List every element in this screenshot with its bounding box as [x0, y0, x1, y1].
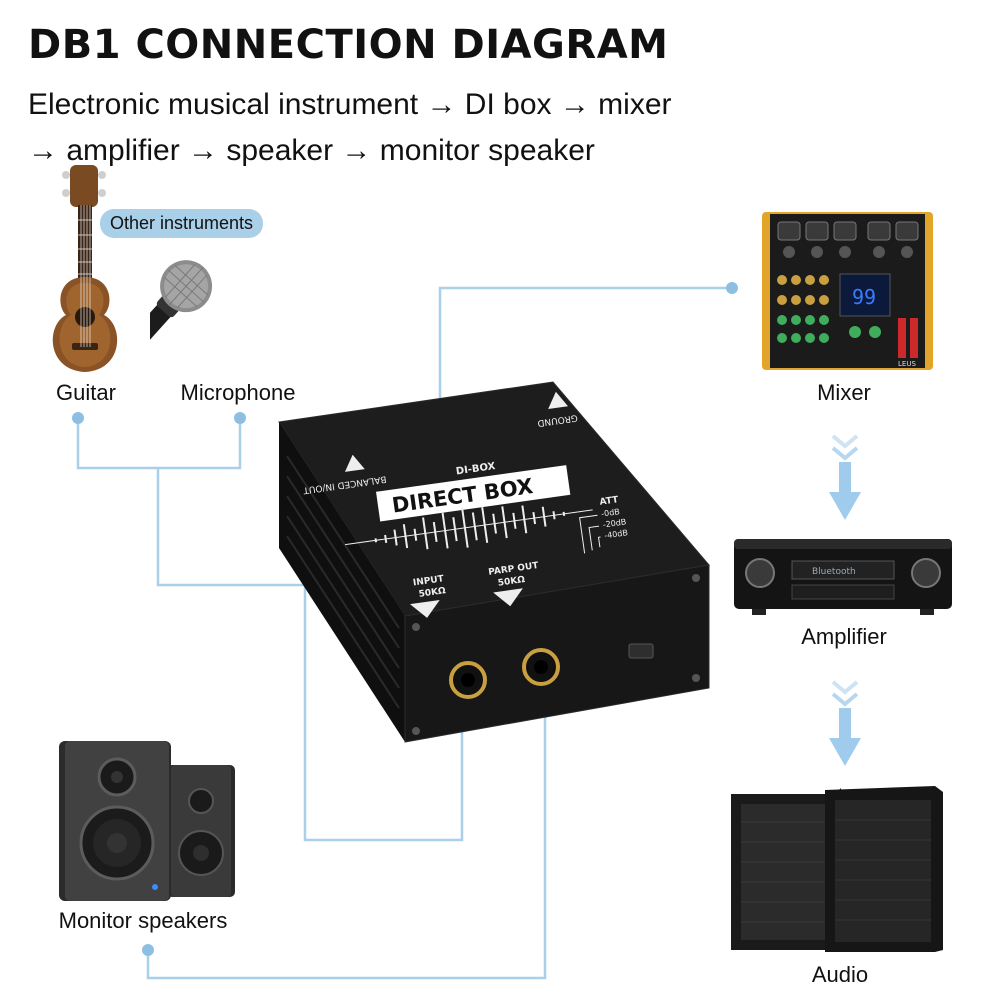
output-impedance: 50KΩ	[497, 575, 526, 589]
diagram-title: DB1 CONNECTION DIAGRAM	[28, 22, 669, 68]
audio-speakers-image	[731, 786, 943, 952]
att-value-20db: -20dB	[602, 517, 627, 529]
guitar-image	[52, 165, 118, 372]
wire-dot-monitor	[142, 944, 154, 956]
flow-arrow-down-icon	[829, 680, 861, 766]
wire-dot-mixer	[726, 282, 738, 294]
guitar-label: Guitar	[56, 380, 116, 405]
subtitle-line-1: Electronic musical instrument → DI box →…	[28, 88, 672, 121]
microphone-label: Microphone	[180, 380, 296, 405]
wire-dot-microphone	[234, 412, 246, 424]
mixer-image: 99 LEUS	[762, 212, 933, 370]
di-box-image: BALANCED IN/OUT GROUND DI-BOX DIRECT BOX…	[278, 381, 710, 743]
monitor-speakers-label: Monitor speakers	[58, 908, 228, 933]
monitor-speakers-image	[59, 741, 235, 901]
subtitle-line-2: → amplifier → speaker → monitor speaker	[28, 134, 595, 167]
amplifier-image: Bluetooth	[734, 539, 952, 615]
tuning-peg-icon	[62, 171, 70, 179]
wire-box-to-mixer	[438, 286, 732, 398]
power-led-icon	[152, 884, 158, 890]
audio-label: Audio	[811, 962, 869, 987]
amplifier-label: Amplifier	[801, 624, 887, 649]
wire-instruments-to-input	[156, 468, 464, 842]
flow-arrow-down-icon	[829, 434, 861, 520]
mixer-display-number: 99	[852, 285, 876, 309]
microphone-image	[150, 260, 213, 380]
att-switch	[628, 643, 654, 659]
other-instruments-tag: Other instruments	[100, 209, 264, 238]
wire-dot-guitar	[72, 412, 84, 424]
mixer-label: Mixer	[817, 380, 871, 405]
mixer-brand: LEUS	[898, 360, 916, 368]
wire-guitar-to-mic	[76, 418, 242, 470]
att-label: ATT	[599, 495, 620, 508]
att-value-40db: -40dB	[604, 528, 629, 540]
wire-output-to-monitor	[146, 690, 547, 980]
input-label: INPUT	[412, 574, 445, 588]
amplifier-display-text: Bluetooth	[812, 567, 856, 577]
input-impedance: 50KΩ	[418, 586, 447, 600]
att-value-0db: -0dB	[601, 507, 621, 518]
